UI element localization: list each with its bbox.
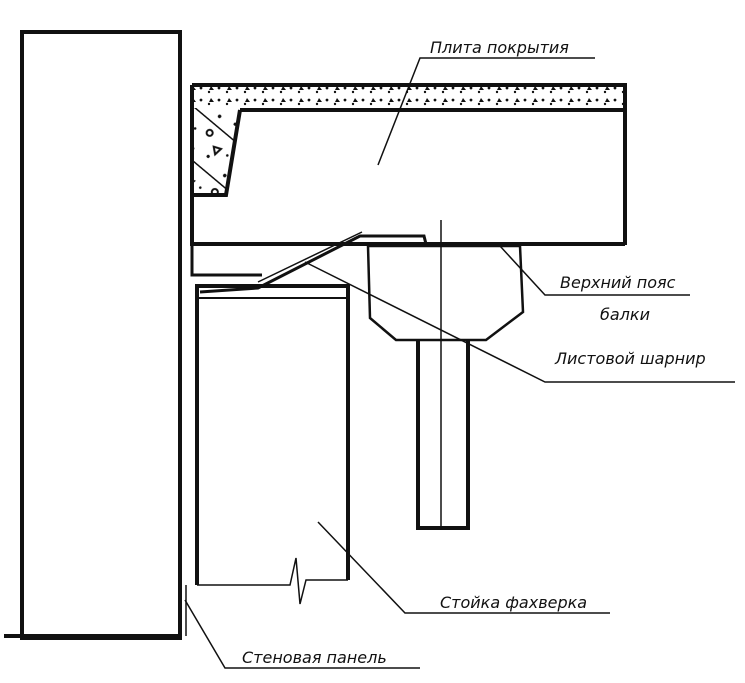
- label-slab: Плита покрытия: [430, 38, 569, 57]
- roof-slab: [190, 83, 627, 246]
- label-top-chord: Верхний пояс: [560, 273, 676, 292]
- leader-lines: [184, 57, 735, 669]
- half-timber-post: [185, 245, 350, 636]
- label-sheet-hinge: Листовой шарнир: [554, 349, 706, 368]
- sheet-hinge: [199, 234, 428, 294]
- label-wall-panel: Стеновая панель: [242, 648, 387, 667]
- beam-top-chord: [366, 220, 525, 530]
- wall-panel: [4, 30, 182, 640]
- label-post: Стойка фахверка: [440, 593, 587, 612]
- label-top-chord-2: балки: [600, 305, 650, 324]
